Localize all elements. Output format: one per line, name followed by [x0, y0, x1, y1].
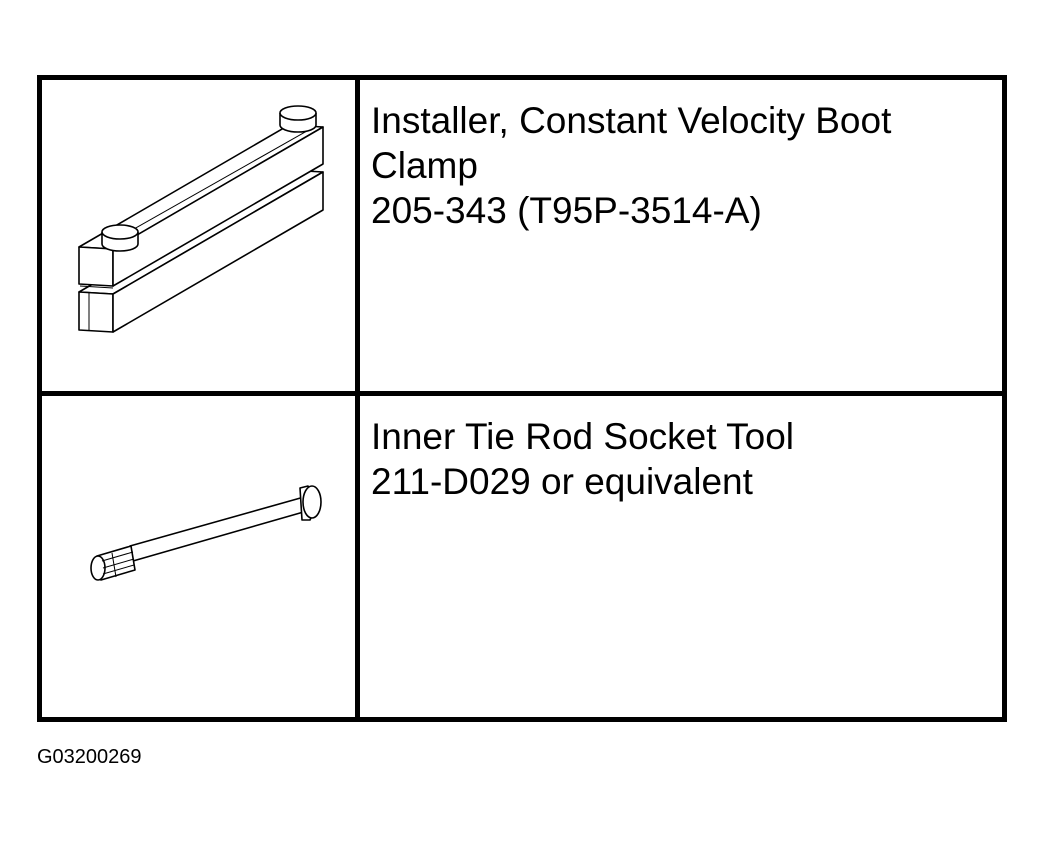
boot-clamp-installer-illustration — [78, 105, 324, 333]
tie-rod-socket-illustration — [90, 485, 322, 581]
tool-name-line-1: Installer, Constant Velocity Boot — [371, 100, 892, 141]
tool-name-line: Inner Tie Rod Socket Tool — [371, 416, 795, 457]
tool-description-cell-2: Inner Tie Rod Socket Tool 211-D029 or eq… — [360, 396, 1002, 717]
tool-name-line-2: Clamp — [371, 145, 478, 186]
tool-description-cell-1: Installer, Constant Velocity Boot Clamp … — [360, 80, 1002, 396]
special-tools-table: Installer, Constant Velocity Boot Clamp … — [37, 75, 1007, 722]
figure-id: G03200269 — [37, 746, 142, 768]
tool-image-cell-2 — [42, 396, 360, 717]
tool-image-cell-1 — [42, 80, 360, 396]
tool-number-line: 205-343 (T95P-3514-A) — [371, 190, 762, 231]
tool-number-line: 211-D029 or equivalent — [371, 461, 753, 502]
